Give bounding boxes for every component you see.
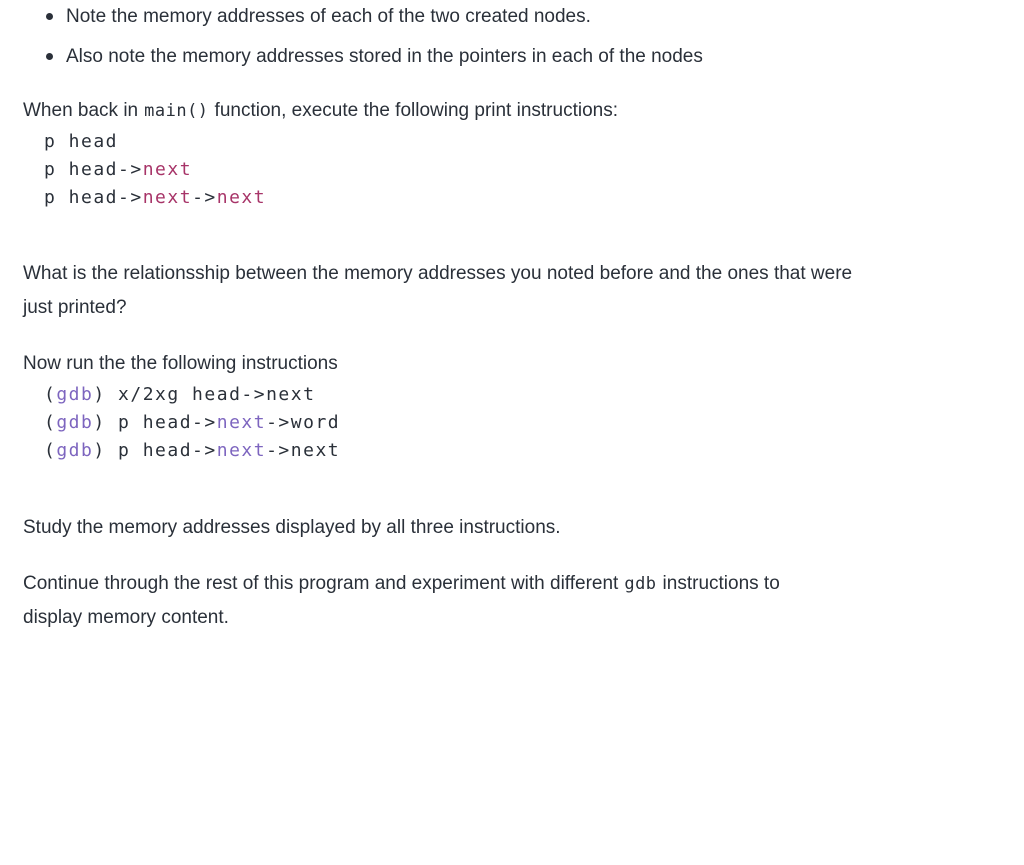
paragraph-text: Continue through the rest of this progra…	[23, 573, 619, 594]
code-token: ) x/2xg head->next	[93, 384, 316, 405]
paragraph-now-run: Now run the the following instructions	[23, 353, 338, 374]
code-line: (gdb) p head->next->next	[44, 437, 1024, 465]
paragraph-line: just printed?	[23, 297, 127, 318]
code-token: ->word	[266, 412, 341, 433]
list-item-text: Also note the memory addresses stored in…	[66, 46, 703, 67]
code-token: gdb	[56, 384, 94, 405]
code-token: p head	[44, 131, 119, 152]
bullet-list: Note the memory addresses of each of the…	[23, 0, 1024, 74]
bullet-icon	[46, 53, 53, 60]
code-token: ) p head->	[93, 440, 217, 461]
code-token: ) p head->	[93, 412, 217, 433]
list-item: Also note the memory addresses stored in…	[46, 40, 1024, 74]
inline-code-gdb: gdb	[624, 574, 657, 594]
paragraph-study-addresses: Study the memory addresses displayed by …	[23, 517, 561, 538]
code-token: gdb	[56, 412, 94, 433]
bullet-icon	[46, 13, 53, 20]
code-token: p head->	[44, 159, 143, 180]
code-line: p head	[44, 128, 1024, 156]
code-token: next	[142, 159, 193, 180]
code-token: p head->	[44, 187, 143, 208]
code-token: gdb	[56, 440, 94, 461]
paragraph-text: function, execute the following print in…	[214, 100, 618, 121]
code-line: (gdb) p head->next->word	[44, 409, 1024, 437]
paragraph-text: instructions to	[662, 573, 780, 594]
list-item: Note the memory addresses of each of the…	[46, 0, 1024, 34]
code-token: next	[216, 412, 267, 433]
paragraph-relationship-question: What is the relationsship between the me…	[23, 257, 1024, 325]
code-token: (	[44, 412, 57, 433]
paragraph-line: What is the relationsship between the me…	[23, 263, 853, 284]
code-token: (	[44, 384, 57, 405]
inline-code-main: main()	[144, 101, 209, 121]
paragraph-line: display memory content.	[23, 607, 229, 628]
code-token: next	[216, 440, 267, 461]
code-line: (gdb) x/2xg head->next	[44, 381, 1024, 409]
code-line: p head->next->next	[44, 184, 1024, 212]
code-token: ->next	[266, 440, 341, 461]
list-item-text: Note the memory addresses of each of the…	[66, 6, 591, 27]
code-token: next	[216, 187, 267, 208]
code-token: ->	[192, 187, 217, 208]
code-line: p head->next	[44, 156, 1024, 184]
paragraph-continue: Continue through the rest of this progra…	[23, 567, 1024, 635]
code-block-gdb-instructions: (gdb) x/2xg head->next(gdb) p head->next…	[44, 381, 1024, 465]
code-token: (	[44, 440, 57, 461]
paragraph-text: When back in	[23, 100, 139, 121]
paragraph-line: Continue through the rest of this progra…	[23, 567, 1024, 601]
code-token: next	[142, 187, 193, 208]
